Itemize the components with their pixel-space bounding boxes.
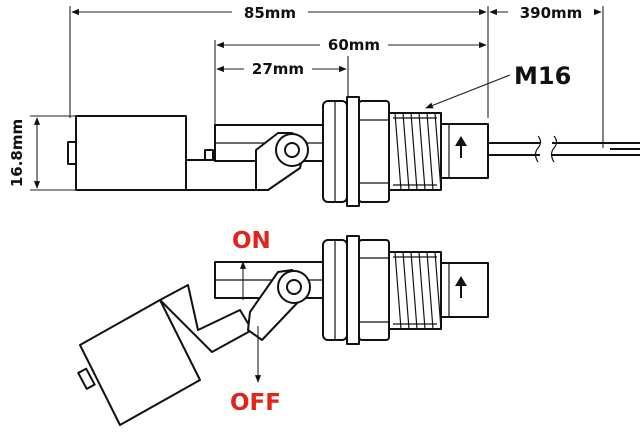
bottom-nut-body — [322, 235, 390, 345]
top-switch-assembly — [67, 96, 640, 207]
bottom-float — [77, 284, 253, 426]
dim-label-85: 85mm — [244, 4, 296, 22]
off-label: OFF — [230, 390, 281, 416]
top-connector — [440, 123, 489, 179]
bottom-pivot-arm — [247, 269, 311, 341]
dim-label-60: 60mm — [328, 36, 380, 54]
thread-label: M16 — [514, 62, 571, 90]
bottom-connector — [440, 262, 489, 318]
top-nut-body — [322, 96, 390, 207]
dimension-labels: 85mm 390mm 60mm 27mm 16.8mm M16 — [8, 4, 582, 187]
state-labels: ON OFF — [230, 228, 281, 416]
on-label: ON — [232, 228, 271, 254]
top-float — [67, 115, 259, 191]
dimension-lines — [30, 2, 604, 191]
dim-label-16-8: 16.8mm — [8, 119, 26, 187]
top-pivot-arm — [255, 132, 309, 191]
dim-label-27: 27mm — [252, 60, 304, 78]
top-cable — [488, 135, 640, 163]
motion-arrows — [239, 261, 262, 383]
bottom-switch-assembly — [77, 235, 489, 426]
bottom-thread — [388, 251, 442, 330]
top-thread — [388, 112, 442, 191]
dim-label-390: 390mm — [520, 4, 583, 22]
